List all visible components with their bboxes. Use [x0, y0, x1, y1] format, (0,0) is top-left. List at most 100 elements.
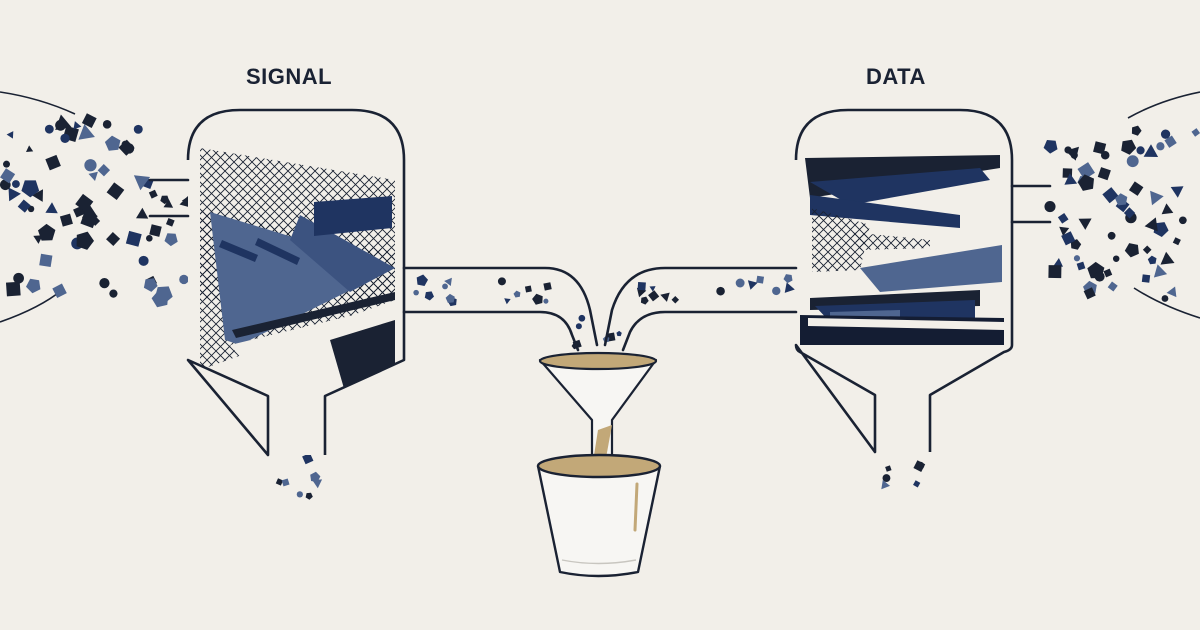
- particle: [81, 113, 97, 129]
- particle: [1061, 231, 1076, 246]
- particle: [1191, 128, 1200, 137]
- particle: [1043, 140, 1058, 154]
- particle: [1141, 274, 1151, 283]
- particle: [1147, 255, 1157, 265]
- particle: [1144, 217, 1158, 232]
- particle: [136, 207, 149, 219]
- particle: [99, 277, 110, 289]
- particle: [1048, 265, 1062, 279]
- particle: [616, 330, 622, 337]
- particle: [305, 492, 313, 500]
- particle: [543, 282, 552, 291]
- particle: [1170, 186, 1184, 198]
- particle: [39, 253, 53, 268]
- particle: [143, 278, 158, 292]
- particle: [1064, 146, 1072, 154]
- particle: [716, 286, 725, 296]
- particle: [151, 290, 169, 308]
- particle: [97, 164, 111, 177]
- particle: [55, 114, 72, 130]
- particle: [1128, 181, 1144, 196]
- signal-label: SIGNAL: [246, 64, 333, 89]
- particle: [73, 121, 82, 130]
- particle: [1143, 144, 1159, 157]
- particle: [179, 274, 189, 285]
- particle: [1076, 261, 1086, 271]
- particle: [310, 471, 321, 483]
- particle: [637, 282, 646, 291]
- particle: [783, 274, 793, 284]
- particle: [76, 231, 94, 250]
- particle: [1073, 255, 1081, 262]
- particle: [1164, 135, 1177, 148]
- particle: [882, 474, 891, 482]
- particle: [1153, 264, 1168, 278]
- particle: [1160, 129, 1171, 139]
- particle: [33, 235, 43, 244]
- particle: [78, 124, 95, 140]
- particle: [1064, 173, 1078, 185]
- particle: [26, 278, 41, 294]
- particle: [575, 323, 582, 330]
- particle: [1136, 146, 1145, 155]
- particle: [1102, 187, 1119, 204]
- particle: [578, 314, 586, 322]
- particle: [84, 159, 97, 172]
- particle: [1161, 203, 1174, 215]
- particle: [1121, 139, 1137, 155]
- particle: [296, 491, 303, 498]
- particle: [59, 213, 73, 227]
- particle: [5, 281, 21, 297]
- particle: [885, 465, 892, 472]
- particle: [772, 286, 781, 296]
- particle: [497, 277, 506, 286]
- particle: [26, 145, 34, 152]
- particle: [1123, 207, 1136, 219]
- particle: [660, 292, 670, 302]
- particle: [1161, 295, 1169, 302]
- particle: [165, 217, 175, 227]
- particle: [133, 175, 151, 191]
- particle: [1124, 243, 1139, 258]
- particle: [109, 289, 118, 298]
- particle: [1160, 251, 1175, 265]
- particle: [148, 189, 158, 199]
- particle: [118, 139, 135, 156]
- particle: [416, 274, 428, 286]
- particle: [106, 182, 125, 201]
- particle: [52, 283, 67, 299]
- left-pipe: [148, 178, 599, 352]
- particle: [1078, 218, 1092, 230]
- particle: [12, 180, 20, 188]
- particle: [106, 231, 121, 246]
- particle: [735, 278, 745, 288]
- particle: [164, 233, 178, 247]
- particle: [125, 230, 142, 247]
- particle: [138, 255, 149, 266]
- particle: [88, 171, 98, 181]
- particle: [1153, 222, 1169, 237]
- particle: [1077, 162, 1095, 180]
- particle: [281, 478, 290, 487]
- particle: [163, 199, 174, 208]
- particle: [1126, 155, 1139, 168]
- particle: [1070, 239, 1082, 250]
- particle: [747, 280, 758, 290]
- funnel-icon: [538, 351, 658, 472]
- particle: [45, 154, 61, 171]
- particle: [102, 120, 112, 129]
- particle: [648, 290, 660, 302]
- particle: [1150, 190, 1164, 206]
- right-pipe: [603, 184, 1052, 352]
- particle: [21, 180, 40, 198]
- particle: [0, 168, 16, 184]
- particle: [413, 289, 419, 296]
- particle: [104, 135, 121, 151]
- particle: [1107, 281, 1118, 292]
- particle: [60, 133, 70, 144]
- particle: [1053, 258, 1063, 267]
- right-vessel: [794, 108, 1014, 454]
- particle: [532, 293, 543, 305]
- particle: [442, 283, 448, 290]
